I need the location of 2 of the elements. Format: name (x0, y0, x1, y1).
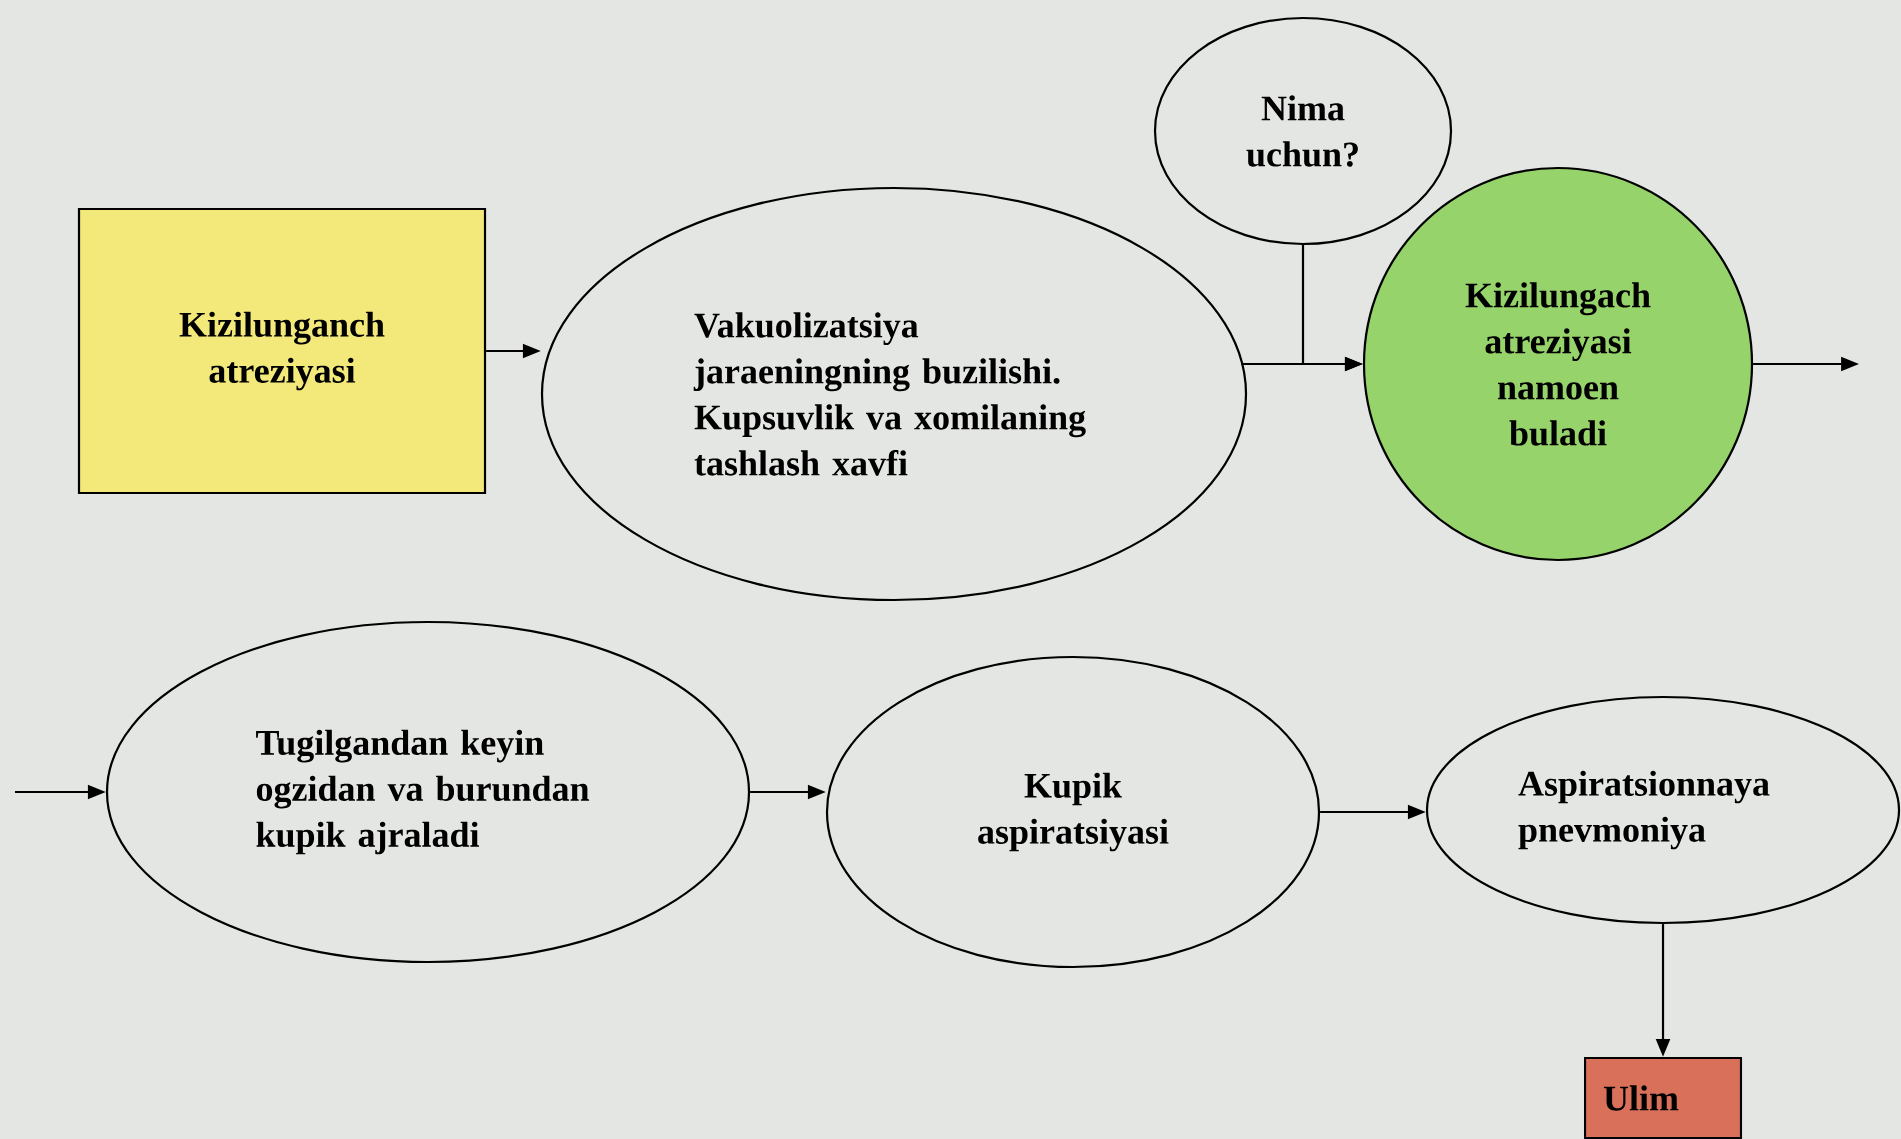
outcome-box: Ulim (1583, 1056, 1743, 1139)
process-box: Kizilunganch atreziyasi (77, 207, 487, 495)
